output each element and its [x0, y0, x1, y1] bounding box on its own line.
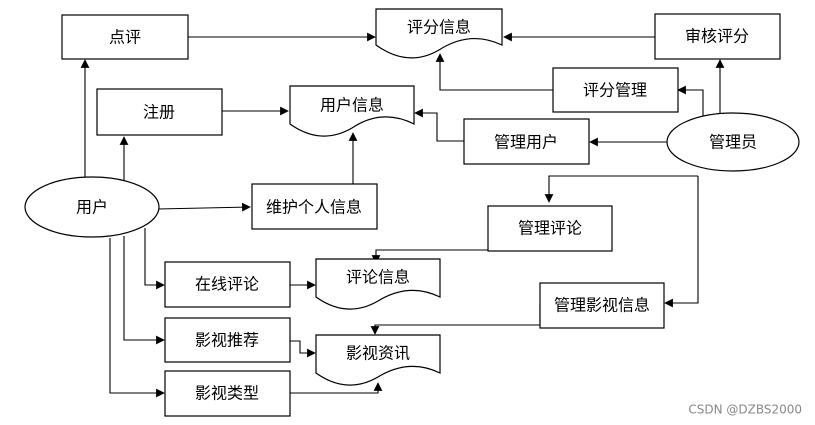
- node-label: 影视资讯: [346, 344, 410, 363]
- store-yingshi-zixun: 影视资讯: [315, 334, 441, 386]
- node-label: 管理员: [709, 133, 757, 152]
- edge-yonghu-yingshituijian: [123, 236, 165, 345]
- node-label: 注册: [143, 103, 175, 122]
- node-label: 影视推荐: [195, 331, 259, 350]
- watermark: CSDN @DZBS2000: [688, 403, 802, 417]
- node-weihu-geren: 维护个人信息: [251, 183, 378, 230]
- node-label: 用户: [76, 198, 108, 217]
- node-label: 评分信息: [407, 18, 471, 37]
- edge-pingfenguanli-pingfenxinxi: [435, 53, 553, 91]
- node-guanli-yonghu: 管理用户: [463, 118, 590, 165]
- store-yonghu-xinxi: 用户信息: [289, 85, 415, 137]
- node-yingshi-tuijian: 影视推荐: [164, 317, 291, 363]
- node-guanli-pinglun: 管理评论: [487, 205, 613, 252]
- node-guanli-yingshi: 管理影视信息: [539, 282, 665, 329]
- node-label: 管理用户: [494, 133, 558, 152]
- node-label: 在线评论: [195, 275, 259, 294]
- node-label: 用户信息: [320, 96, 384, 115]
- node-dianping: 点评: [61, 14, 189, 60]
- node-pingfen-guanli: 评分管理: [552, 67, 679, 113]
- node-zhuce: 注册: [96, 88, 223, 136]
- edge-yonghu-yingshileixing: [109, 238, 165, 398]
- node-label: 评分管理: [583, 81, 647, 100]
- node-label: 管理评论: [518, 219, 582, 238]
- edge-guanliyonghu-yonghuxinxi: [414, 108, 464, 142]
- edge-yingshituijian-yingshizixun: [290, 340, 316, 358]
- store-pinglun-xinxi: 评论信息: [315, 258, 441, 310]
- edge-yonghu-weihu: [157, 202, 251, 212]
- edge-guanlipinglun-pinglunxinxi: [371, 230, 491, 264]
- entity-guanliyuan: 管理员: [666, 112, 800, 172]
- node-label: 点评: [109, 28, 141, 47]
- edge-guanliyuan-guanliyingshi: [664, 176, 699, 308]
- edge-guanliyuan-guanlipinglun: [544, 175, 698, 203]
- edge-guanliyuan-pingfenguanli: [677, 85, 704, 118]
- node-label: 影视类型: [195, 384, 259, 403]
- edge-yonghu-zaixianpinglun: [144, 228, 165, 290]
- entity-yonghu: 用户: [24, 176, 160, 238]
- node-label: 评论信息: [346, 268, 410, 287]
- store-pingfen-xinxi: 评分信息: [375, 8, 503, 59]
- node-zaixian-pinglun: 在线评论: [164, 261, 291, 308]
- node-label: 审核评分: [685, 27, 749, 46]
- node-label: 管理影视信息: [554, 296, 650, 315]
- node-shenhe-pingfen: 审核评分: [654, 13, 781, 60]
- edge-yingshileixing-yingshizixun: [290, 382, 383, 394]
- edge-guanliyingshi-yingshizixun: [370, 304, 541, 335]
- node-yingshi-leixing: 影视类型: [164, 370, 291, 417]
- node-label: 维护个人信息: [266, 198, 362, 217]
